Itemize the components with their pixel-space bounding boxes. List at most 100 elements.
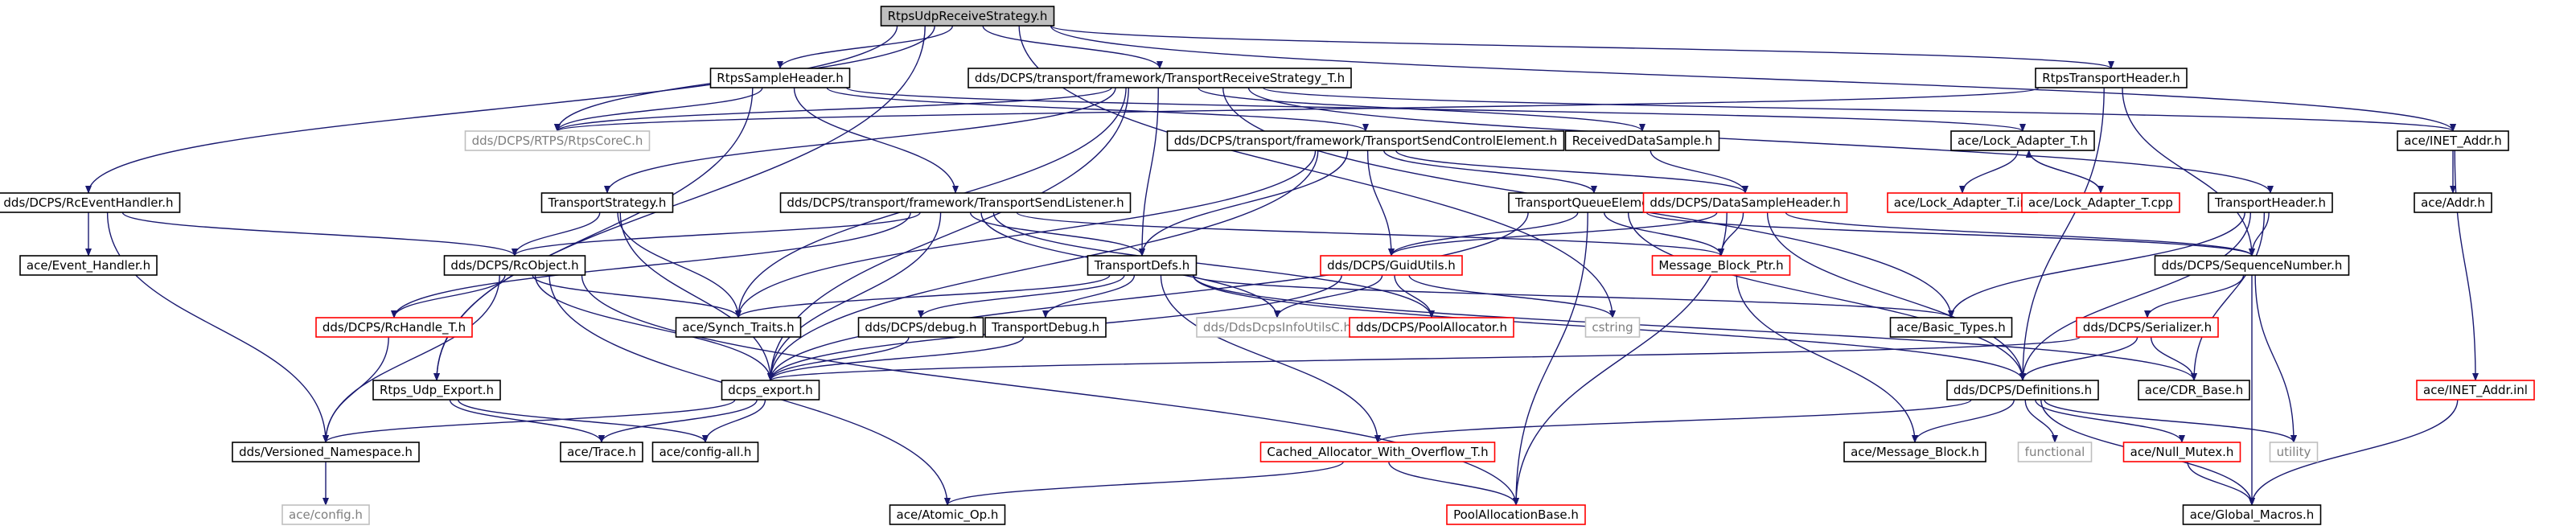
node-label: TransportHeader.h — [2214, 195, 2326, 210]
node-transportSendListener[interactable]: dds/DCPS/transport/framework/TransportSe… — [779, 192, 1132, 213]
edge-line — [1718, 212, 1744, 257]
node-root[interactable]: RtpsUdpReceiveStrategy.h — [880, 6, 1055, 27]
edge-nullMutex-to-globalMacros — [2187, 461, 2255, 506]
node-transportDefs[interactable]: TransportDefs.h — [1087, 255, 1198, 276]
node-label: ace/INET_Addr.h — [2404, 134, 2502, 149]
node-label: TransportDebug.h — [991, 320, 1099, 335]
node-aceTrace[interactable]: ace/Trace.h — [560, 442, 643, 462]
node-ddsDebug[interactable]: dds/DCPS/debug.h — [857, 317, 984, 338]
edge-line — [1160, 274, 1381, 443]
node-eventHandler[interactable]: ace/Event_Handler.h — [19, 255, 158, 276]
node-rcHandle[interactable]: dds/DCPS/RcHandle_T.h — [315, 317, 473, 338]
node-rtpsUdpExport[interactable]: Rtps_Udp_Export.h — [372, 380, 501, 401]
node-basicTypes[interactable]: ace/Basic_Types.h — [1889, 317, 2013, 338]
node-poolAllocator[interactable]: dds/DCPS/PoolAllocator.h — [1349, 317, 1514, 338]
node-transportDebug[interactable]: TransportDebug.h — [984, 317, 1107, 338]
edge-rcHandle-to-versionedNamespace — [323, 336, 389, 443]
edge-line — [1274, 274, 1383, 318]
node-aceAddr[interactable]: ace/Addr.h — [2414, 192, 2492, 213]
node-messageBlock[interactable]: ace/Message_Block.h — [1843, 442, 1986, 462]
edge-line — [1198, 87, 1645, 132]
node-sequenceNumber[interactable]: dds/DCPS/SequenceNumber.h — [2154, 255, 2350, 276]
node-box — [1889, 317, 2013, 338]
node-rtpsTransportHeader[interactable]: RtpsTransportHeader.h — [2035, 68, 2188, 88]
node-definitions[interactable]: dds/DCPS/Definitions.h — [1946, 380, 2099, 401]
node-lockAdapterInl[interactable]: ace/Lock_Adapter_T.inl — [1887, 192, 2038, 213]
node-box — [315, 317, 473, 338]
node-box — [1446, 504, 1586, 525]
node-label: dds/DCPS/transport/framework/TransportSe… — [1174, 134, 1558, 148]
edge-serializer-to-dcpsExport — [767, 336, 2081, 381]
edge-transportSendControlElement-to-guidUtils — [1366, 150, 1395, 257]
node-transportStrategy[interactable]: TransportStrategy.h — [540, 192, 674, 213]
node-box — [968, 68, 1352, 88]
node-label: ace/Basic_Types.h — [1896, 320, 2005, 335]
node-label: ace/config.h — [289, 507, 363, 522]
edge-line — [969, 212, 1145, 257]
node-messageBlockPtr[interactable]: Message_Block_Ptr.h — [1651, 255, 1791, 276]
edge-transportDefs-to-cdrBase — [1192, 274, 2197, 381]
node-versionedNamespace[interactable]: dds/Versioned_Namespace.h — [232, 442, 420, 462]
edge-line — [1650, 150, 1748, 194]
node-label: functional — [2025, 445, 2085, 459]
node-lockAdapter[interactable]: ace/Lock_Adapter_T.h — [1950, 130, 2095, 151]
node-label: ace/Null_Mutex.h — [2130, 445, 2234, 460]
node-lockAdapterCpp[interactable]: ace/Lock_Adapter_T.cpp — [2021, 192, 2180, 213]
node-transportHeader[interactable]: TransportHeader.h — [2208, 192, 2333, 213]
node-nullMutex[interactable]: ace/Null_Mutex.h — [2122, 442, 2241, 462]
node-dataSampleHeader[interactable]: dds/DCPS/DataSampleHeader.h — [1642, 192, 1848, 213]
edge-line — [1374, 399, 1972, 443]
edge-line — [2044, 399, 2297, 443]
edge-cachedAllocator-to-poolAllocationBase — [1388, 461, 1519, 506]
nodes-layer: RtpsUdpReceiveStrategy.hRtpsSampleHeader… — [0, 6, 2535, 525]
edge-rcObject-to-rcHandle — [391, 274, 506, 318]
node-label: dds/Versioned_Namespace.h — [239, 445, 413, 460]
node-box — [1950, 130, 2095, 151]
edge-dataSampleHeader-to-guidUtils — [1388, 212, 1718, 257]
edge-line — [532, 274, 742, 318]
edge-transportStrategy-to-dcpsExport — [619, 212, 774, 381]
node-transportReceiveStrategy[interactable]: dds/DCPS/transport/framework/TransportRe… — [968, 68, 1352, 88]
node-label: ace/Synch_Traits.h — [682, 320, 794, 335]
edge-line — [323, 399, 736, 443]
node-label: dds/DCPS/GuidUtils.h — [1327, 258, 1456, 273]
node-inetAddrInl[interactable]: ace/INET_Addr.inl — [2416, 380, 2535, 401]
node-rcEventHandler[interactable]: dds/DCPS/RcEventHandler.h — [0, 192, 181, 213]
edge-rcObject-to-dcpsExport — [534, 274, 774, 381]
node-dcpsExport[interactable]: dcps_export.h — [721, 380, 820, 401]
node-globalMacros[interactable]: ace/Global_Macros.h — [2182, 504, 2322, 525]
edge-definitions-to-utility — [2044, 399, 2297, 443]
node-label: dds/DCPS/SequenceNumber.h — [2162, 258, 2343, 273]
edge-transportSendListener-to-poolAllocator — [992, 212, 1435, 318]
node-box — [984, 317, 1107, 338]
edge-line — [391, 212, 911, 318]
node-inetAddr[interactable]: ace/INET_Addr.h — [2397, 130, 2509, 151]
edge-root-to-rcEventHandler — [85, 25, 898, 194]
node-synchTraits[interactable]: ace/Synch_Traits.h — [675, 317, 802, 338]
node-label: dds/DCPS/Serializer.h — [2083, 320, 2212, 335]
node-transportSendControlElement[interactable]: dds/DCPS/transport/framework/TransportSe… — [1166, 130, 1565, 151]
node-guidUtils[interactable]: dds/DCPS/GuidUtils.h — [1320, 255, 1463, 276]
edge-line — [1408, 274, 1616, 318]
node-label: Cached_Allocator_With_Overflow_T.h — [1267, 445, 1488, 460]
node-serializer[interactable]: dds/DCPS/Serializer.h — [2076, 317, 2219, 338]
edge-line — [1192, 274, 1954, 318]
edge-line — [1785, 212, 2255, 257]
node-atomicOp[interactable]: ace/Atomic_Op.h — [889, 504, 1006, 525]
node-label: ace/Lock_Adapter_T.inl — [1894, 195, 2031, 211]
edge-dcpsExport-to-versionedNamespace — [323, 399, 736, 443]
edge-line — [918, 274, 1125, 318]
node-label: dds/DCPS/DataSampleHeader.h — [1650, 195, 1840, 210]
node-cachedAllocator[interactable]: Cached_Allocator_With_Overflow_T.h — [1259, 442, 1496, 462]
edge-line — [121, 212, 518, 257]
node-rcObject[interactable]: dds/DCPS/RcObject.h — [443, 255, 586, 276]
node-receivedDataSample[interactable]: ReceivedDataSample.h — [1564, 130, 1720, 151]
node-poolAllocationBase[interactable]: PoolAllocationBase.h — [1446, 504, 1586, 525]
node-configAll[interactable]: ace/config-all.h — [651, 442, 759, 462]
node-rtpsSampleHeader[interactable]: RtpsSampleHeader.h — [709, 68, 851, 88]
edge-line — [1959, 150, 2019, 194]
node-cdrBase[interactable]: ace/CDR_Base.h — [2138, 380, 2250, 401]
edge-rtpsUdpExport-to-configAll — [458, 399, 709, 443]
edge-rtpsTransportHeader-to-rtpsCore — [554, 87, 2040, 132]
edge-transportHeader-to-sequenceNumber — [2249, 212, 2270, 257]
